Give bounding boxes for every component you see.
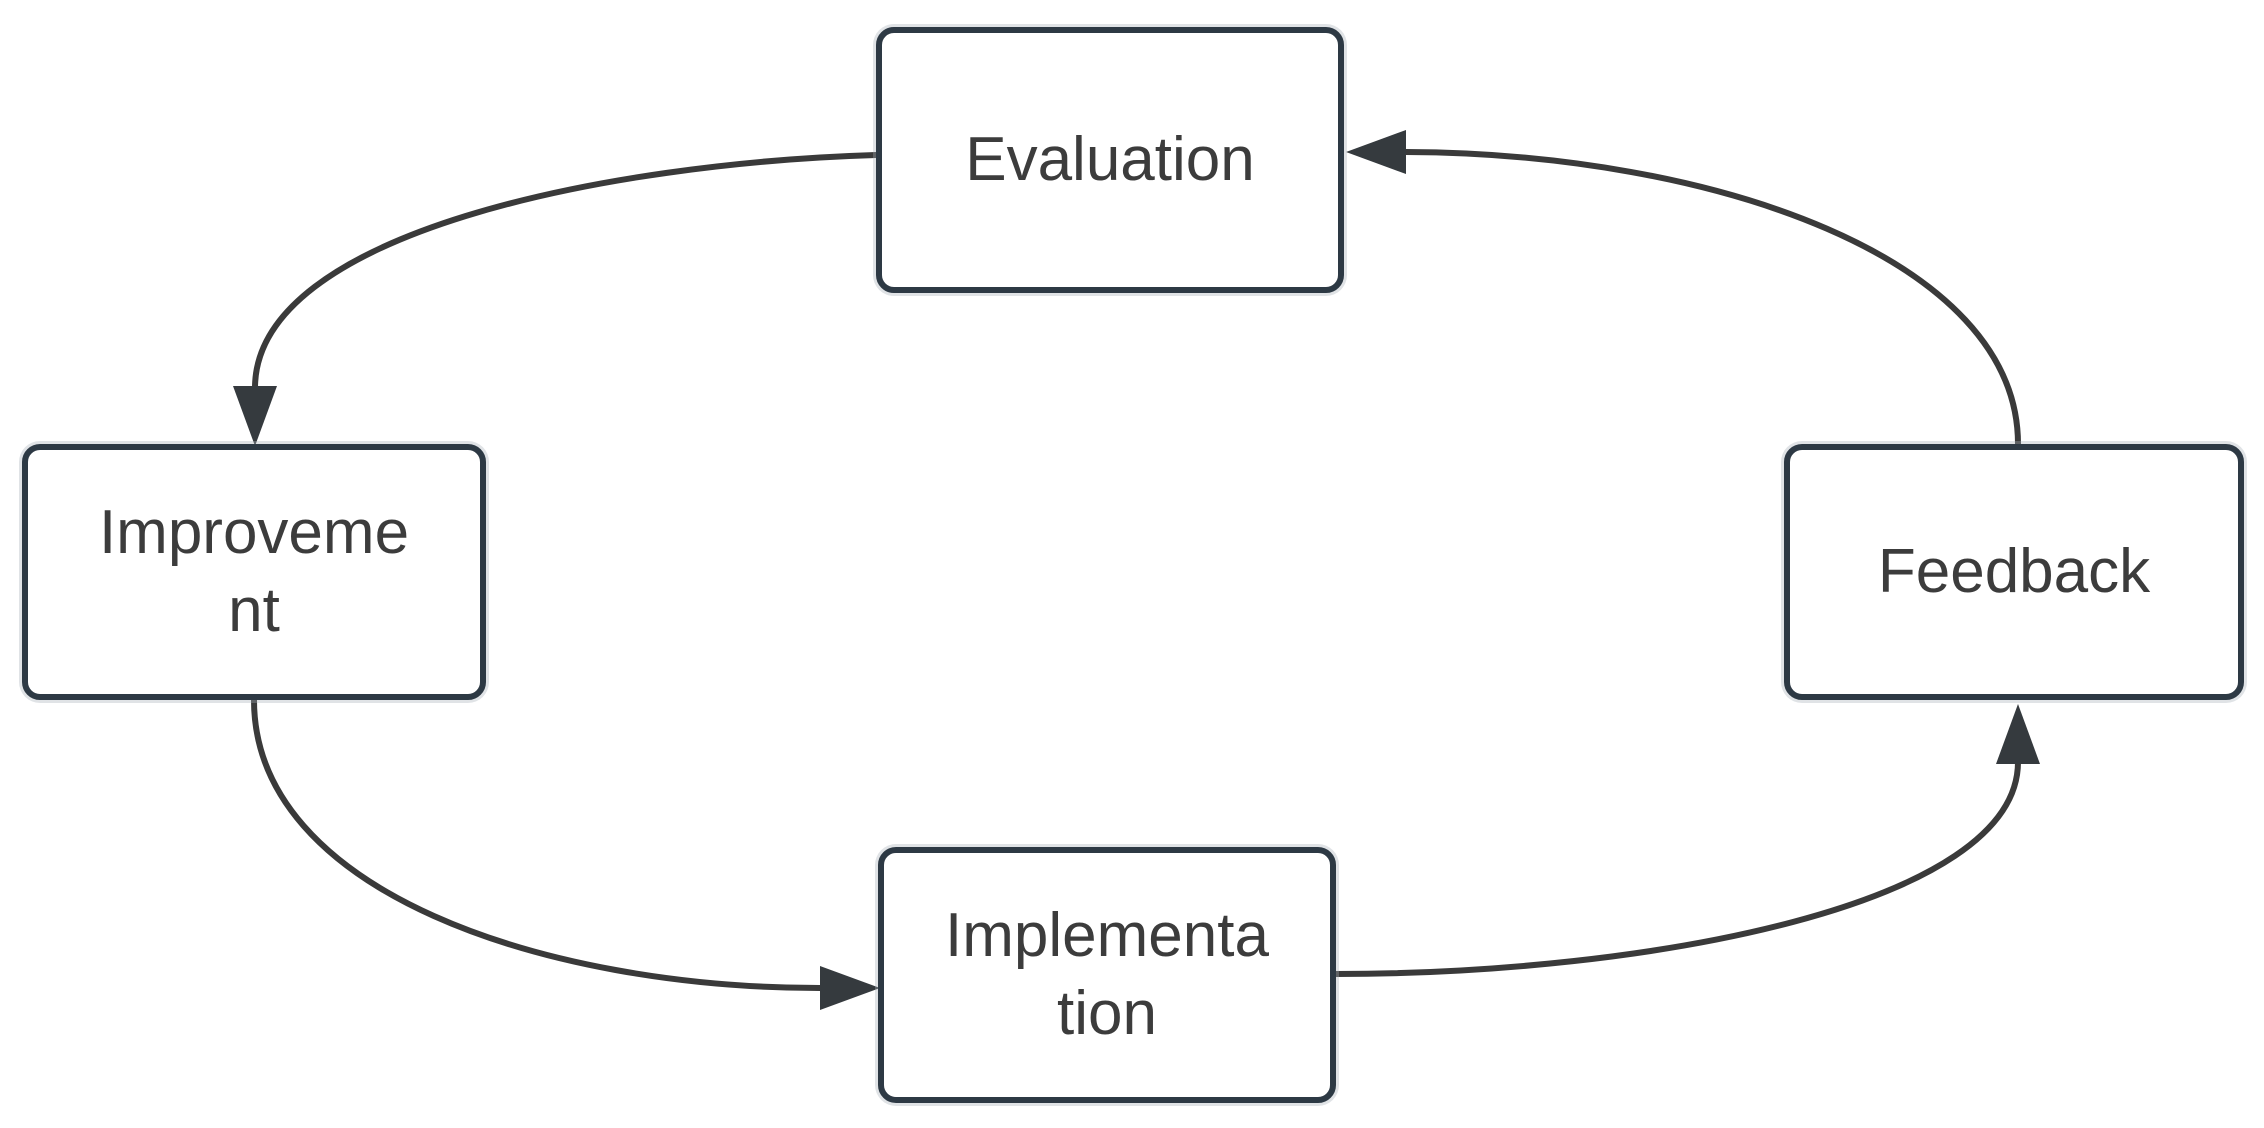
edge-implementation-to-feedback — [1333, 759, 2021, 977]
arrowhead-left-icon — [1346, 130, 1406, 174]
node-implementation-line-1: Implementa — [945, 901, 1269, 970]
node-improvement-label: Improveme nt — [99, 494, 409, 650]
node-feedback-line-1: Feedback — [1877, 537, 2151, 606]
arrowhead-down-icon — [233, 386, 277, 446]
node-evaluation-line-1: Evaluation — [965, 125, 1255, 194]
edge-improvement-to-implementation — [251, 697, 823, 991]
node-evaluation: Evaluation — [876, 27, 1344, 293]
node-improvement: Improveme nt — [22, 444, 486, 700]
node-improvement-line-1: Improveme — [98, 498, 410, 567]
node-feedback-label: Feedback — [1878, 533, 2150, 611]
arrowhead-up-icon — [1996, 704, 2040, 764]
node-improvement-line-2: nt — [228, 576, 280, 645]
node-implementation-line-2: tion — [1057, 979, 1157, 1048]
edge-feedback-to-evaluation — [1403, 149, 2021, 447]
node-feedback: Feedback — [1784, 444, 2244, 700]
arrowhead-right-icon — [820, 966, 880, 1010]
node-implementation: Implementa tion — [878, 847, 1336, 1103]
node-implementation-label: Implementa tion — [945, 897, 1269, 1053]
node-evaluation-label: Evaluation — [965, 121, 1255, 199]
edge-evaluation-to-improvement — [252, 152, 879, 391]
